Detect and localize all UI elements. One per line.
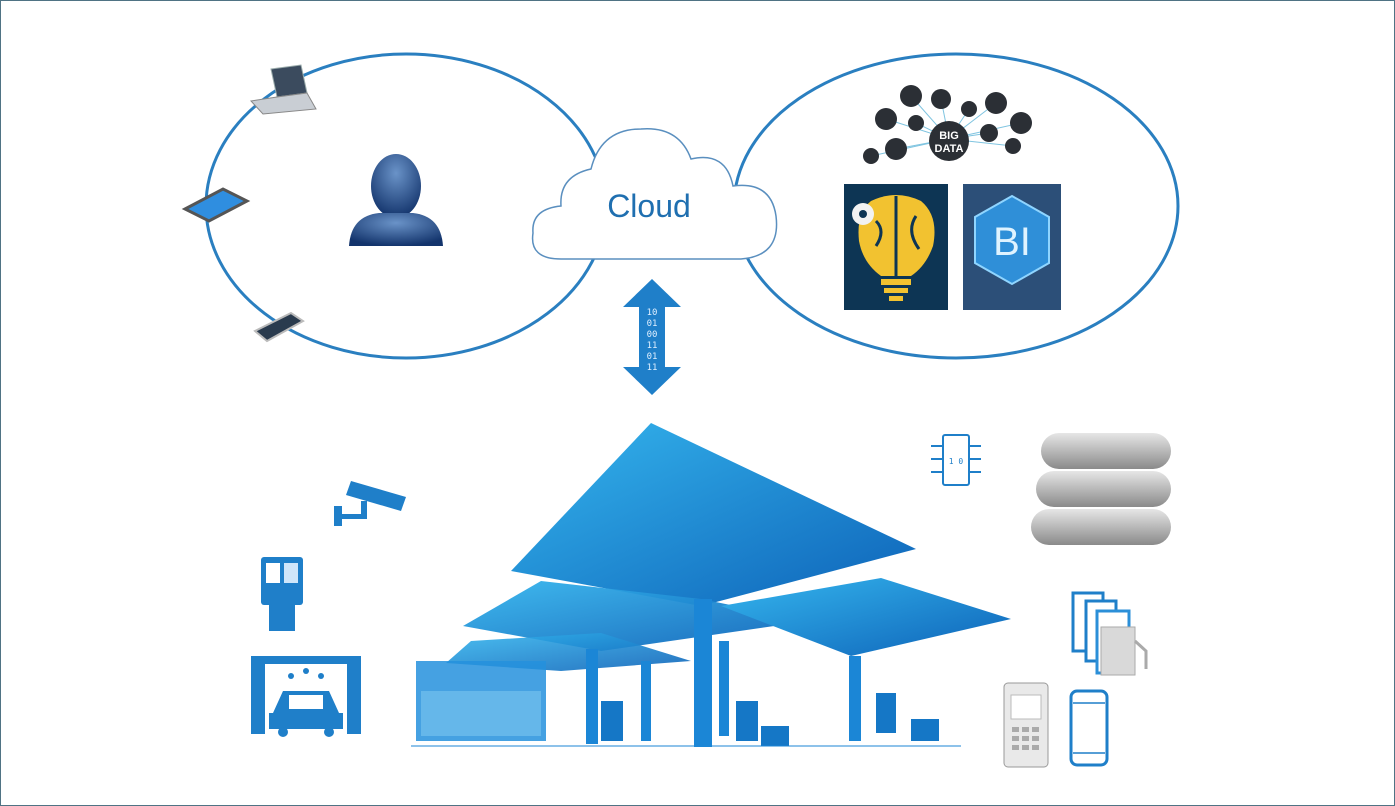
ai-brain-icon [844,184,948,310]
cloud-shape [531,128,778,260]
binary-line: 11 [647,341,658,351]
cloud-label: Cloud [607,188,691,224]
fuel-tanks-icon [1031,433,1171,545]
analytics-ellipse [732,52,1180,360]
security-camera-icon [334,481,406,526]
binary-line: 01 [647,319,658,329]
binary-line: 10 [647,308,658,318]
sensor-chip-icon: 1 0 [931,434,981,486]
chip-label: 1 0 [949,457,964,466]
binary-line: 00 [647,330,658,340]
tablet-icon [181,187,251,223]
fuel-terminal-icon [261,557,303,631]
car-wash-icon [251,656,361,737]
smartphone-icon [253,311,305,343]
user-icon [349,154,443,246]
laptop-icon [249,64,317,115]
gas-station-illustration [411,423,1011,747]
mobile-phone-icon [1069,689,1109,767]
big-data-label: DATA [935,143,964,155]
data-transfer-arrow: 10 01 00 11 01 11 [623,279,681,395]
business-intelligence-icon: BI [963,184,1061,310]
big-data-label: BIG [939,130,959,142]
binary-line: 01 [647,352,658,362]
binary-line: 11 [647,363,658,373]
bi-label: BI [993,220,1031,264]
payment-terminal-icon [1003,682,1049,768]
fuel-pumps-icon [1071,591,1148,676]
big-data-icon: BIG DATA [863,85,1032,164]
